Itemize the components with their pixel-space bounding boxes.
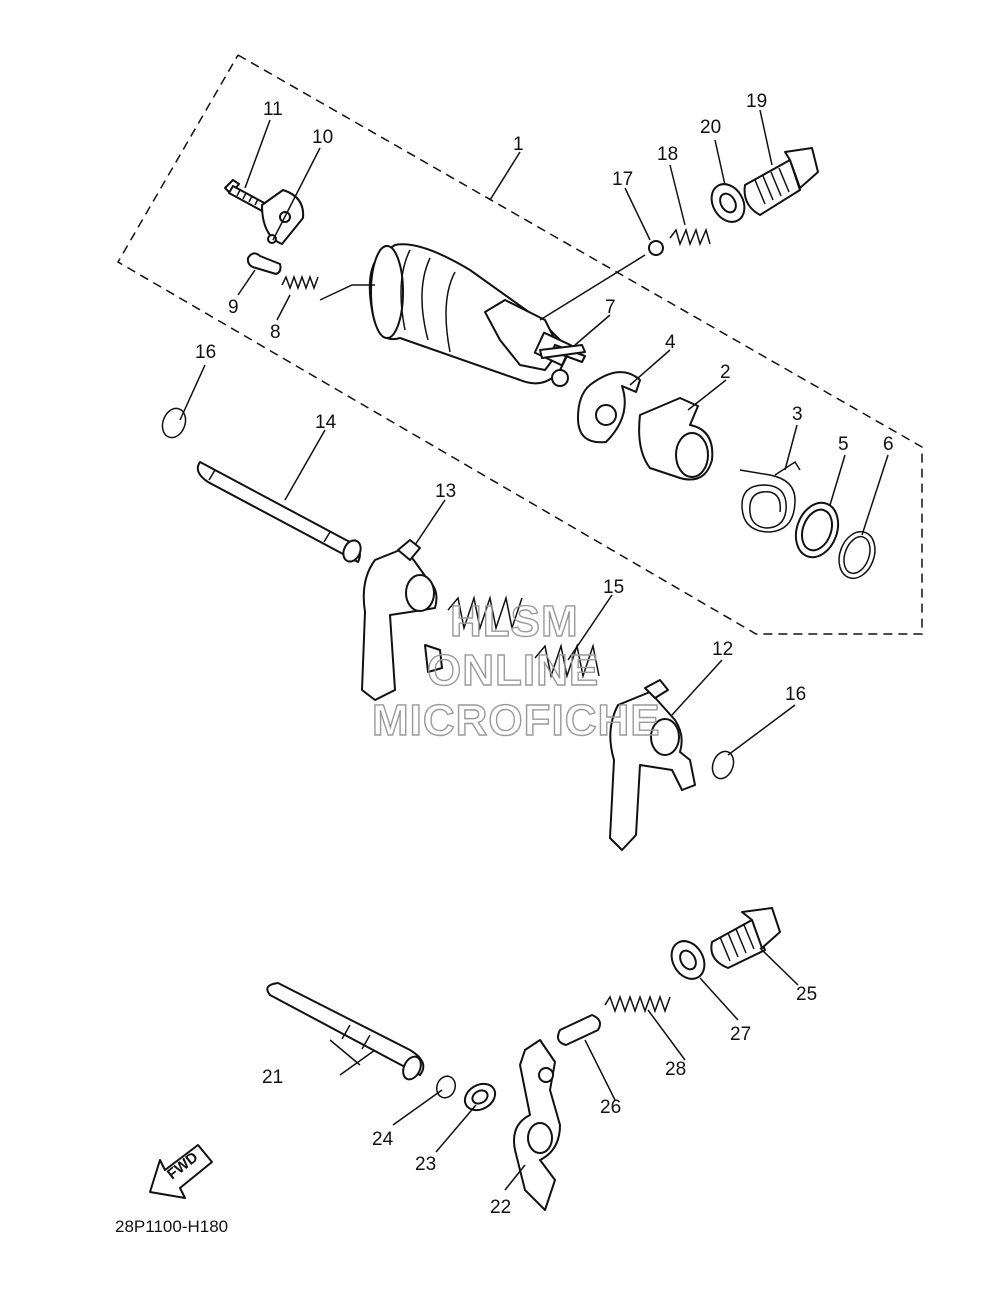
callout-16-left[interactable]: 16 [195,342,216,363]
watermark-line-1: HLSM [450,597,579,646]
callout-7[interactable]: 7 [605,297,616,318]
callout-9[interactable]: 9 [228,297,239,318]
part-23-washer[interactable] [460,1079,500,1116]
part-14-fork-shaft[interactable] [196,461,364,564]
part-6-circlip[interactable] [833,527,881,584]
callout-6[interactable]: 6 [883,434,894,455]
part-5-washer[interactable] [789,497,846,563]
part-27-washer[interactable] [665,935,711,985]
callout-4[interactable]: 4 [665,332,676,353]
part-1-shift-drum[interactable] [368,243,586,387]
part-20-washer[interactable] [705,178,751,228]
part-10-plate[interactable] [261,189,305,245]
callout-15[interactable]: 15 [603,577,624,598]
callout-17[interactable]: 17 [612,169,633,190]
part-4-cam-plate[interactable] [577,371,641,444]
part-11-screw[interactable] [224,179,269,213]
fwd-arrow-icon: FWD [149,1144,213,1199]
callout-16-right[interactable]: 16 [785,684,806,705]
part-28-spring[interactable] [604,994,671,1014]
callout-23[interactable]: 23 [415,1154,436,1175]
part-13-shift-fork[interactable] [361,539,443,701]
callouts: 1 2 3 4 5 6 7 8 9 10 11 12 13 14 15 16 1… [195,91,894,1218]
callout-14[interactable]: 14 [315,412,337,433]
callout-21[interactable]: 21 [262,1067,283,1088]
callout-11[interactable]: 11 [263,99,283,120]
callout-2[interactable]: 2 [720,362,731,383]
callout-28[interactable]: 28 [665,1059,686,1080]
part-12-shift-fork[interactable] [609,679,696,851]
part-16-circlip-left[interactable] [159,405,190,441]
callout-20[interactable]: 20 [700,117,721,138]
callout-18[interactable]: 18 [657,144,678,165]
part-16-circlip-right[interactable] [709,748,737,781]
part-26-pin[interactable] [557,1014,601,1046]
callout-5[interactable]: 5 [838,434,849,455]
part-19-bolt[interactable] [743,147,819,216]
part-8-spring[interactable] [281,274,319,291]
watermark: HLSM ONLINE MICROFICHE [371,596,661,745]
diagram-code: 28P1100-H180 [115,1217,228,1236]
part-15-springs[interactable] [447,595,600,679]
callout-13[interactable]: 13 [435,481,456,502]
part-22-stopper-lever[interactable] [513,1039,561,1211]
callout-3[interactable]: 3 [792,404,803,425]
callout-26[interactable]: 26 [600,1097,621,1118]
part-2-segment[interactable] [638,397,714,481]
callout-12[interactable]: 12 [712,639,733,660]
leader-lines [179,109,889,1191]
callout-27[interactable]: 27 [730,1024,751,1045]
callout-22[interactable]: 22 [490,1197,511,1218]
callout-8[interactable]: 8 [270,322,281,343]
callout-1[interactable]: 1 [513,134,524,155]
callout-19[interactable]: 19 [746,91,767,112]
part-24-circlip[interactable] [434,1074,458,1101]
part-21-shift-shaft[interactable] [266,982,425,1082]
part-7-pin[interactable] [539,344,586,359]
part-18-spring[interactable] [669,227,711,247]
part-3-torsion-spring[interactable] [739,460,801,533]
part-25-bolt[interactable] [710,907,781,969]
watermark-line-3: MICROFICHE [372,696,661,745]
callout-25[interactable]: 25 [796,984,817,1005]
callout-24[interactable]: 24 [372,1129,394,1150]
callout-10[interactable]: 10 [312,127,333,148]
watermark-line-2: ONLINE [427,646,599,695]
part-9-pin[interactable] [246,252,282,275]
part-17-ball[interactable] [648,240,664,256]
assembly-outline [116,54,923,635]
